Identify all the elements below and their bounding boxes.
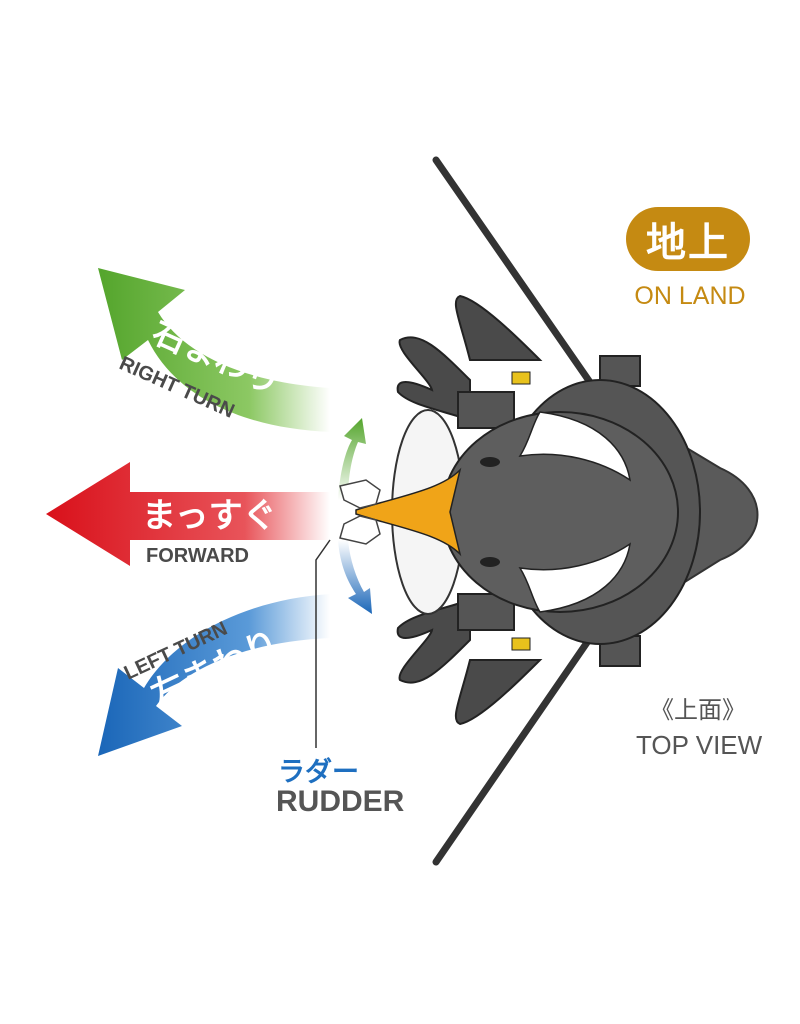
forward-jp-label: まっすぐ: [142, 496, 277, 536]
on-land-badge: 地上: [626, 207, 750, 271]
top-view-en-label: TOP VIEW: [636, 730, 763, 760]
forward-arrow: まっすぐ FORWARD: [46, 462, 330, 567]
top-view-jp-label: 《上面》: [650, 696, 746, 724]
on-land-label: ON LAND: [634, 282, 746, 310]
rudder-jp-label: ラダー: [278, 757, 359, 788]
left-turn-arrow: 左まわり LEFT TURN: [98, 594, 330, 756]
rudder-en-label: RUDDER: [276, 785, 405, 818]
forward-en-label: FORWARD: [146, 545, 249, 567]
right-turn-arrow: 右まわり RIGHT TURN: [98, 268, 330, 432]
rudder-motion-arrows: [338, 418, 372, 614]
penguin-plane-illustration: [339, 156, 759, 866]
rudder-leader-line: [315, 539, 331, 748]
